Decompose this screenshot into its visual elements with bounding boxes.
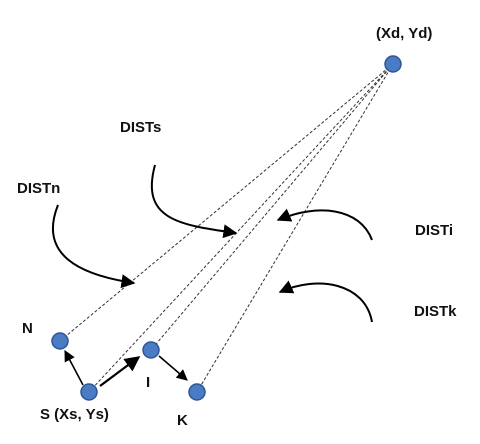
dist-k-pointer-arrow	[278, 280, 373, 323]
dist-k-label: DISTk	[414, 303, 457, 320]
dist-s-pointer-arrow	[150, 164, 238, 239]
i-to-k-arrow	[158, 355, 188, 381]
node-s-label: S (Xs, Ys)	[40, 406, 109, 423]
dist-s-label: DISTs	[120, 119, 161, 136]
dist-n-pointer-arrow	[51, 204, 136, 289]
s-to-n-arrow	[64, 350, 84, 386]
node-k	[188, 383, 206, 401]
node-n	[51, 332, 69, 350]
s-to-i-arrow	[99, 356, 141, 387]
line-s-to-destination	[88, 63, 394, 393]
line-i-to-destination	[150, 63, 394, 351]
dist-n-label: DISTn	[17, 180, 60, 197]
node-i	[142, 341, 160, 359]
line-k-to-destination	[196, 63, 394, 393]
node-n-label: N	[22, 320, 33, 337]
node-i-label: I	[146, 374, 150, 391]
destination-label: (Xd, Yd)	[376, 25, 432, 42]
destination-node	[384, 55, 402, 73]
line-n-to-destination	[59, 63, 394, 342]
node-k-label: K	[177, 412, 188, 429]
node-s	[80, 383, 98, 401]
dist-i-pointer-arrow	[276, 208, 373, 241]
dist-i-label: DISTi	[415, 222, 453, 239]
